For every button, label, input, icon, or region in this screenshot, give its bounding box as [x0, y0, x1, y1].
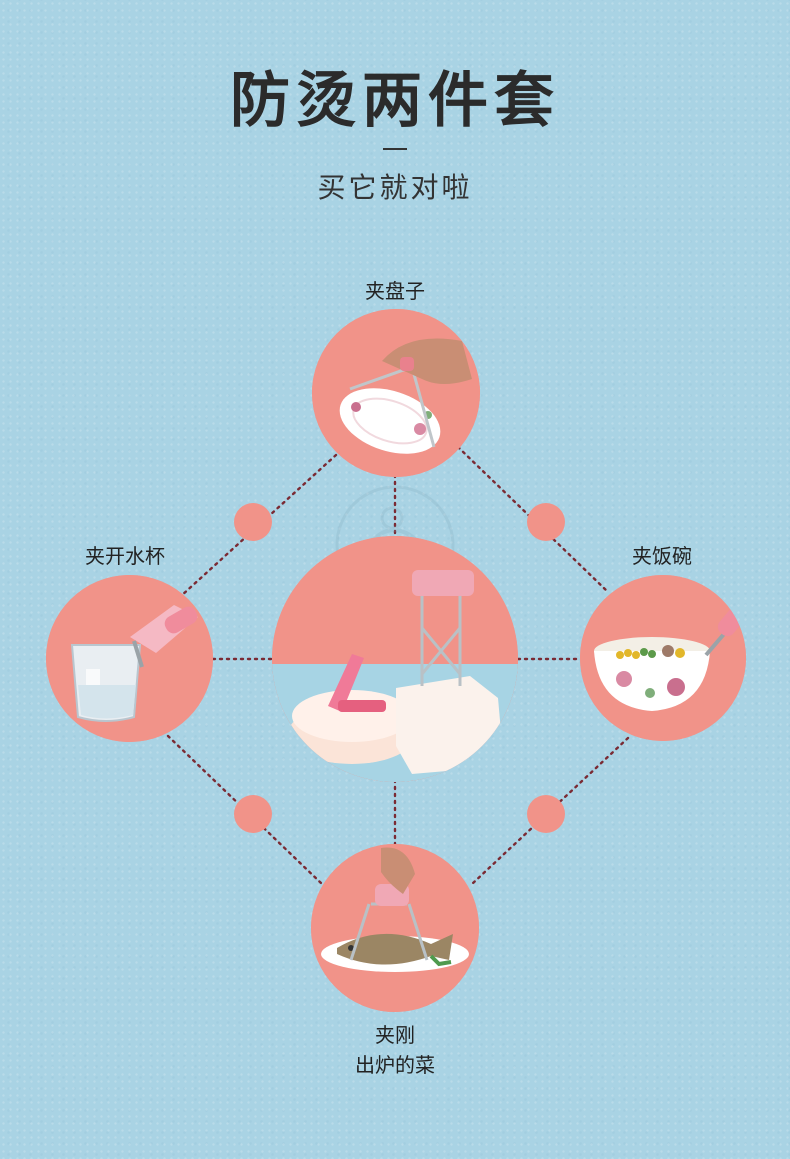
bowl-photo-icon: [580, 575, 746, 741]
decor-dot-top-right: [527, 503, 565, 541]
decor-dot-bottom-left: [234, 795, 272, 833]
caption-right: 夹饭碗: [632, 544, 692, 568]
page-subtitle: 买它就对啦: [317, 171, 473, 204]
scene-glass-circle: [46, 575, 213, 742]
scene-plate-circle: [312, 309, 480, 477]
scene-bowl-circle: [580, 575, 746, 741]
decor-dot-top-left: [234, 503, 272, 541]
product-set-photo-icon: [272, 536, 518, 782]
caption-bottom-line1: 夹刚: [375, 1023, 415, 1047]
caption-bottom: 夹刚 出炉的菜: [320, 1020, 470, 1080]
caption-left: 夹开水杯: [85, 544, 165, 568]
fish-dish-photo-icon: [311, 844, 479, 1012]
scene-product-circle: [272, 536, 518, 782]
caption-bottom-line2: 出炉的菜: [355, 1053, 435, 1077]
plate-clip-photo-icon: [312, 309, 480, 477]
page-title: 防烫两件套: [230, 66, 560, 136]
glass-cup-photo-icon: [46, 575, 213, 742]
caption-top: 夹盘子: [365, 279, 425, 303]
title-divider: [383, 148, 407, 150]
decor-dot-bottom-right: [527, 795, 565, 833]
scene-fish-circle: [311, 844, 479, 1012]
